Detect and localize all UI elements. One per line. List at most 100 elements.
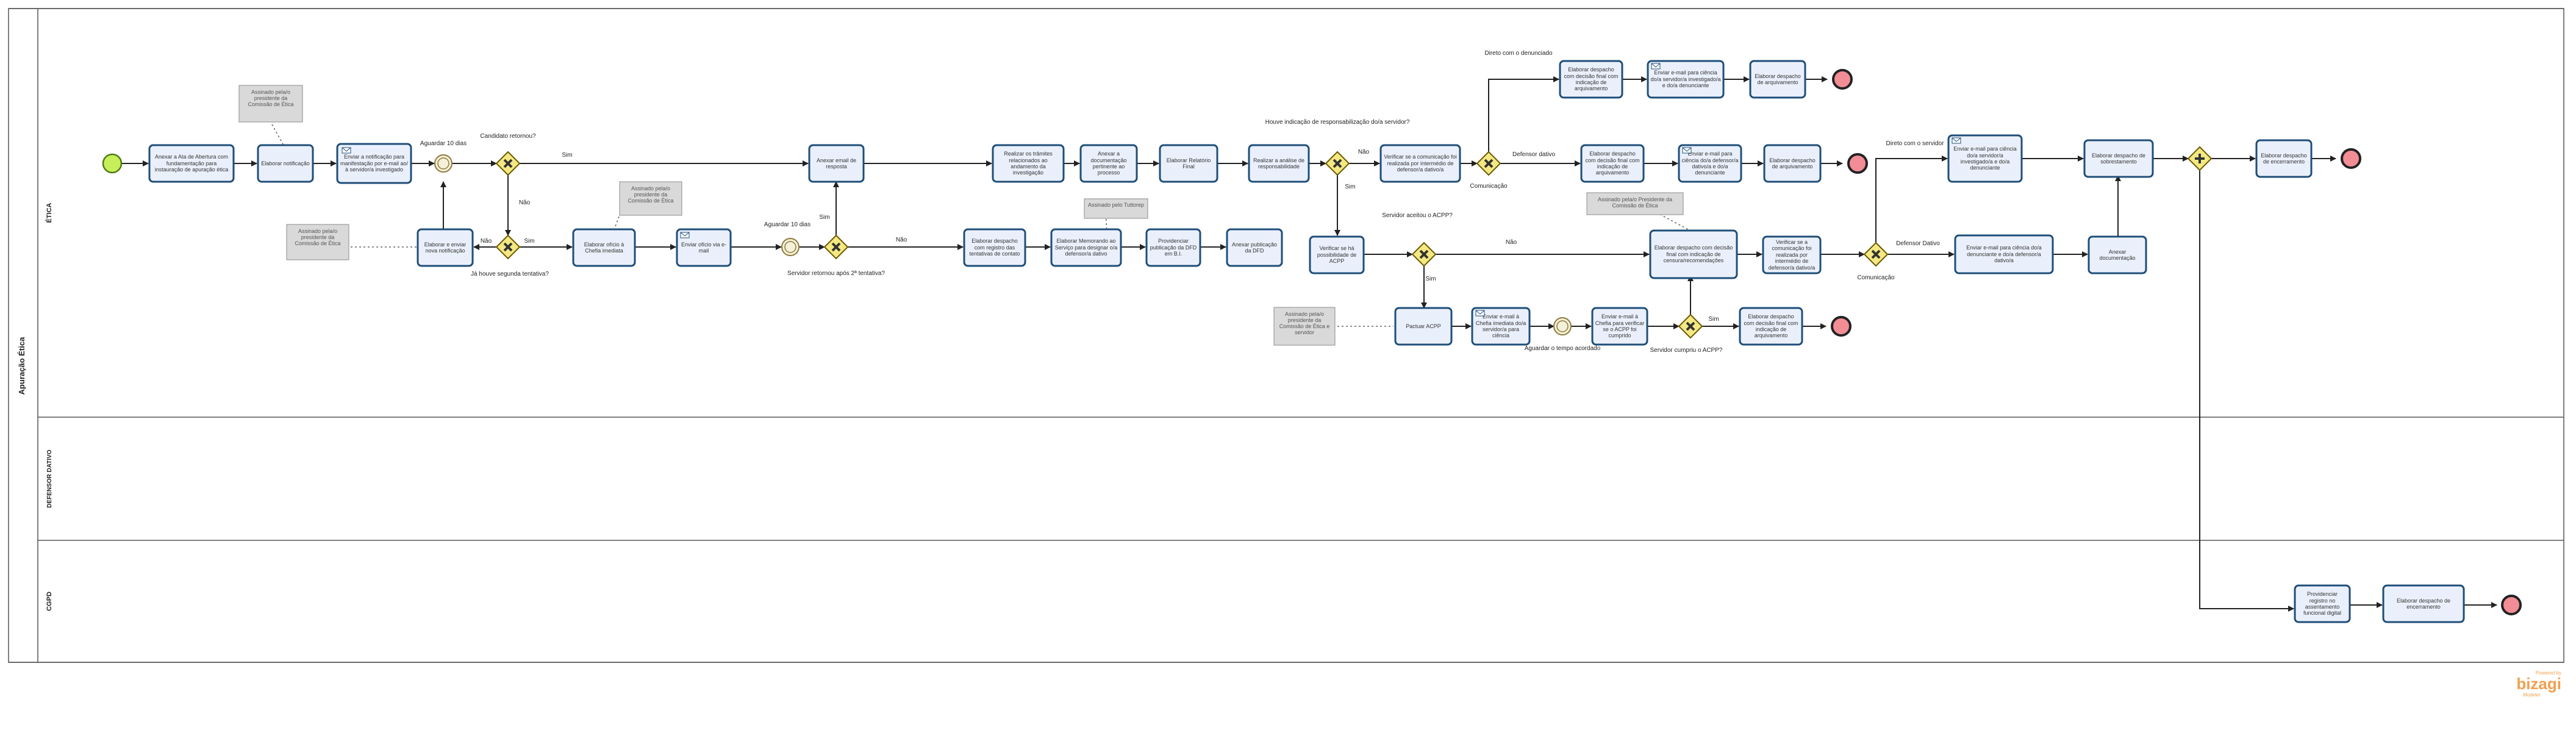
task-label: Enviar ofício via e-mail <box>681 241 727 254</box>
exclusive-gateway[interactable] <box>823 234 849 260</box>
envelope-icon <box>680 232 690 238</box>
task[interactable]: Enviar e-mail para ciência do/a defensor… <box>1678 144 1742 183</box>
flow-labels: Aguardar 10 dias Candidato retornou? Sim… <box>420 50 1944 354</box>
exclusive-gateway[interactable] <box>495 151 521 176</box>
task[interactable]: Providenciar registro no assentamento fu… <box>2294 584 2351 623</box>
annotation-a4: Assinado pelo Tuttorep <box>1084 198 1148 219</box>
envelope-icon <box>1682 147 1692 154</box>
label-nao3: Não <box>896 237 907 243</box>
timer-event[interactable] <box>434 154 453 173</box>
task[interactable]: Elaborar despacho com registro das tenta… <box>963 228 1026 267</box>
task[interactable]: Enviar e-mail à Chefia para verificar se… <box>1591 307 1648 346</box>
text-annotations: Assinado pela/o presidente da Comissão d… <box>238 85 1684 346</box>
task[interactable]: Elaborar Memorando ao Serviço para desig… <box>1050 228 1122 267</box>
bizagi-logo: Powered by bizagi Modeler <box>2516 670 2561 698</box>
lanes: ÉTICA DEFENSOR DATIVO CGPD <box>9 8 2564 663</box>
exclusive-gateway[interactable] <box>495 234 521 260</box>
task-label: Realizar a análise de responsabilidade <box>1253 157 1305 170</box>
task[interactable]: Elaborar despacho de sobrestamento <box>2083 139 2154 178</box>
label-sim4: Sim <box>1345 184 1355 190</box>
label-direto-servidor: Direto com o servidor <box>1886 140 1944 147</box>
task[interactable]: Elaborar despacho de arquivamento <box>1749 60 1806 99</box>
pool-label: Apuração Ética <box>17 337 26 395</box>
label-nao4: Não <box>1358 149 1370 156</box>
annotation-a1: Assinado pela/o presidente da Comissão d… <box>238 85 303 123</box>
task[interactable]: Elaborar despacho com decisão final com … <box>1580 144 1645 183</box>
annotation-a6: Assinado pela/o presidente da Comissão d… <box>1273 307 1336 346</box>
task[interactable]: Elaborar despacho de arquivamento <box>1763 144 1822 183</box>
task[interactable]: Anexar email de resposta <box>808 144 865 183</box>
end-event[interactable] <box>1847 153 1868 174</box>
task-label: Elaborar notificação <box>261 160 310 166</box>
task[interactable]: Elaborar Relatório Final <box>1159 144 1218 183</box>
end-event[interactable] <box>2341 148 2361 169</box>
label-defensor-dativo2: Defensor Dativo <box>1896 240 1940 247</box>
task[interactable]: Providenciar publicação da DFD em B.I. <box>1145 228 1201 267</box>
task[interactable]: Realizar os trâmites relacionados ao and… <box>992 144 1065 183</box>
task[interactable]: Elaborar e enviar nova notificação <box>417 228 474 267</box>
task[interactable]: Elaborar despacho de encerramento <box>2382 584 2465 623</box>
task-label: Pactuar ACPP <box>1406 323 1441 329</box>
annotation-text: Assinado pelo Tuttorep <box>1087 202 1145 208</box>
envelope-icon <box>1475 310 1485 317</box>
events <box>102 69 2522 615</box>
timer-event[interactable] <box>1553 317 1572 335</box>
task[interactable]: Elaborar ofício à Chefia imediata <box>572 228 636 267</box>
task[interactable]: Realizar a análise de responsabilidade <box>1248 144 1310 183</box>
label-houve-indicacao: Houve indicação de responsabilização do/… <box>1265 119 1410 126</box>
task[interactable]: Elaborar despacho de encerramento <box>2255 139 2313 178</box>
annotation-text: Assinado pela/o presidente da Comissão d… <box>248 89 294 107</box>
exclusive-gateway[interactable] <box>1325 151 1350 176</box>
task[interactable]: Enviar e-mail para ciência do/a denuncia… <box>1954 234 2054 274</box>
task-label: Elaborar despacho com decisão final com … <box>1585 151 1640 176</box>
exclusive-gateway[interactable] <box>1678 313 1703 339</box>
label-sim5: Sim <box>1425 276 1436 282</box>
end-event[interactable] <box>1831 316 1852 337</box>
exclusive-gateway[interactable] <box>1411 242 1437 267</box>
task[interactable]: Anexar documentação <box>2088 235 2147 274</box>
task-label: Elaborar ofício à Chefia imediata <box>584 241 624 254</box>
task[interactable]: Elaborar despacho com decisão final com … <box>1559 60 1623 99</box>
annotation-a3: Assinado pela/o presidente da Comissão d… <box>619 181 682 216</box>
task[interactable]: Verificar se a comunicação foi realizada… <box>1379 144 1461 183</box>
task[interactable]: Anexar a documentação pertinente ao proc… <box>1079 144 1138 183</box>
task-label: Elaborar Relatório Final <box>1166 157 1211 170</box>
task-label: Elaborar Memorando ao Serviço para desig… <box>1054 238 1118 257</box>
label-servidor-aceitou: Servidor aceitou o ACPP? <box>1382 212 1453 219</box>
task-label: Elaborar despacho com decisão final com … <box>1654 245 1733 264</box>
exclusive-gateway[interactable] <box>1476 151 1501 176</box>
parallel-gateway[interactable] <box>2187 146 2213 171</box>
task[interactable]: Elaborar despacho com decisão final com … <box>1649 229 1738 279</box>
task[interactable]: Enviar e-mail à Chefia imediata do/a ser… <box>1471 307 1531 346</box>
label-comunicacao1: Comunicação <box>1470 183 1508 190</box>
task[interactable]: Enviar e-mail para ciência do/a servidor… <box>1947 134 2023 183</box>
label-direto-denunciado: Direto com o denunciado <box>1484 50 1553 57</box>
end-event[interactable] <box>1832 69 1853 90</box>
tasks: Anexar a Ata de Abertura com fundamentaç… <box>148 60 2465 623</box>
task[interactable]: Elaborar notificação <box>257 144 314 183</box>
exclusive-gateway[interactable] <box>1863 242 1889 267</box>
annotation-a2: Assinado pela/o presidente da Comissão d… <box>286 224 349 260</box>
task-label: Elaborar despacho com registro das tenta… <box>969 238 1020 257</box>
task[interactable]: Enviar a notificação para manifestação p… <box>336 143 412 184</box>
start-event[interactable] <box>102 153 123 174</box>
task[interactable]: Enviar ofício via e-mail <box>676 228 732 267</box>
label-servidor-retornou: Servidor retornou após 2ª tentativa? <box>787 270 885 277</box>
task-label: Providenciar registro no assentamento fu… <box>2303 591 2342 617</box>
task[interactable]: Anexar a Ata de Abertura com fundamentaç… <box>148 144 235 183</box>
label-sim1: Sim <box>562 152 572 159</box>
task[interactable]: Elaborar despacho com decisão final com … <box>1739 307 1803 346</box>
task[interactable]: Verificar se há possibilidade de ACPP <box>1309 235 1365 274</box>
annotation-text: Assinado pela/o presidente da Comissão d… <box>628 185 674 204</box>
brand-powered: Powered by <box>2536 670 2561 676</box>
task[interactable]: Anexar publicação da DFD <box>1226 228 1283 267</box>
lane-label-cgpd: CGPD <box>46 592 53 611</box>
task-label: Verificar se a comunicação foi realizada… <box>1384 154 1457 173</box>
task[interactable]: Pactuar ACPP <box>1394 307 1453 346</box>
timer-event[interactable] <box>781 238 800 256</box>
task[interactable]: Enviar e-mail para ciência do/a servidor… <box>1647 60 1725 99</box>
task[interactable]: Verificar se a comunicação foi realizada… <box>1762 235 1822 274</box>
end-event[interactable] <box>2501 595 2522 615</box>
task-label: Enviar e-mail para ciência do/a servidor… <box>1650 70 1721 89</box>
